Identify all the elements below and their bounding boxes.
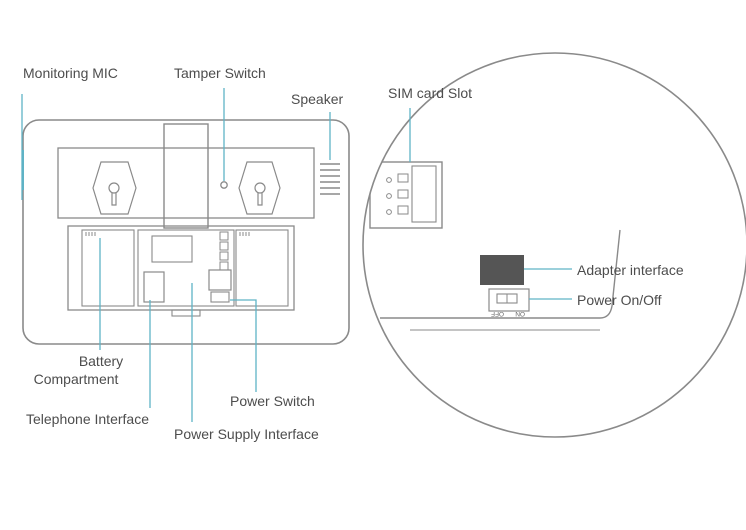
switch-on-marking: ON (515, 310, 525, 317)
switch-off-marking: OFF (491, 310, 504, 317)
connector-pins (219, 231, 229, 271)
label-battery-compartment: Battery Compartment (26, 352, 176, 388)
device-outer-case (22, 119, 350, 345)
label-speaker: Speaker (291, 91, 344, 107)
battery-contacts (85, 232, 250, 236)
battery-right-bay (235, 229, 289, 307)
power-switch-body (210, 291, 230, 303)
bottom-latch (171, 309, 201, 317)
internal-board (137, 229, 235, 307)
leader-lines (21, 88, 572, 422)
tamper-switch-button (220, 181, 228, 189)
label-power-on-off: Power On/Off (577, 292, 662, 308)
speaker-grille (320, 163, 340, 195)
keyhole-mount-right (238, 161, 281, 215)
battery-left-bay (81, 229, 135, 307)
stand-bracket (163, 123, 209, 229)
zoom-detail: OFF ON (362, 52, 746, 438)
sim-slot-body (369, 161, 443, 229)
keyhole-mount-left (92, 161, 137, 215)
battery-compartment-frame (67, 225, 295, 311)
adapter-interface-block (480, 255, 524, 285)
telephone-interface-port (143, 271, 165, 303)
label-telephone-interface: Telephone Interface (26, 411, 149, 427)
label-battery-line1: Battery (78, 353, 124, 369)
leader-power-switch (230, 299, 257, 392)
label-sim-card-slot: SIM card Slot (388, 85, 473, 101)
label-adapter-interface: Adapter interface (577, 262, 684, 278)
label-tamper-switch: Tamper Switch (174, 65, 266, 81)
power-on-off-switch (488, 288, 530, 312)
case-edge-zoom (380, 229, 621, 319)
label-power-supply-interface: Power Supply Interface (174, 426, 319, 442)
label-power-switch: Power Switch (230, 393, 315, 409)
label-monitoring-mic: Monitoring MIC (23, 65, 118, 81)
zoom-circle (362, 52, 746, 438)
device-back-panel (22, 119, 350, 345)
sim-holder-internal (151, 235, 193, 263)
wall-mount-plate (57, 147, 315, 219)
power-supply-interface-port (208, 269, 232, 291)
label-battery-line2: Compartment (33, 371, 119, 387)
